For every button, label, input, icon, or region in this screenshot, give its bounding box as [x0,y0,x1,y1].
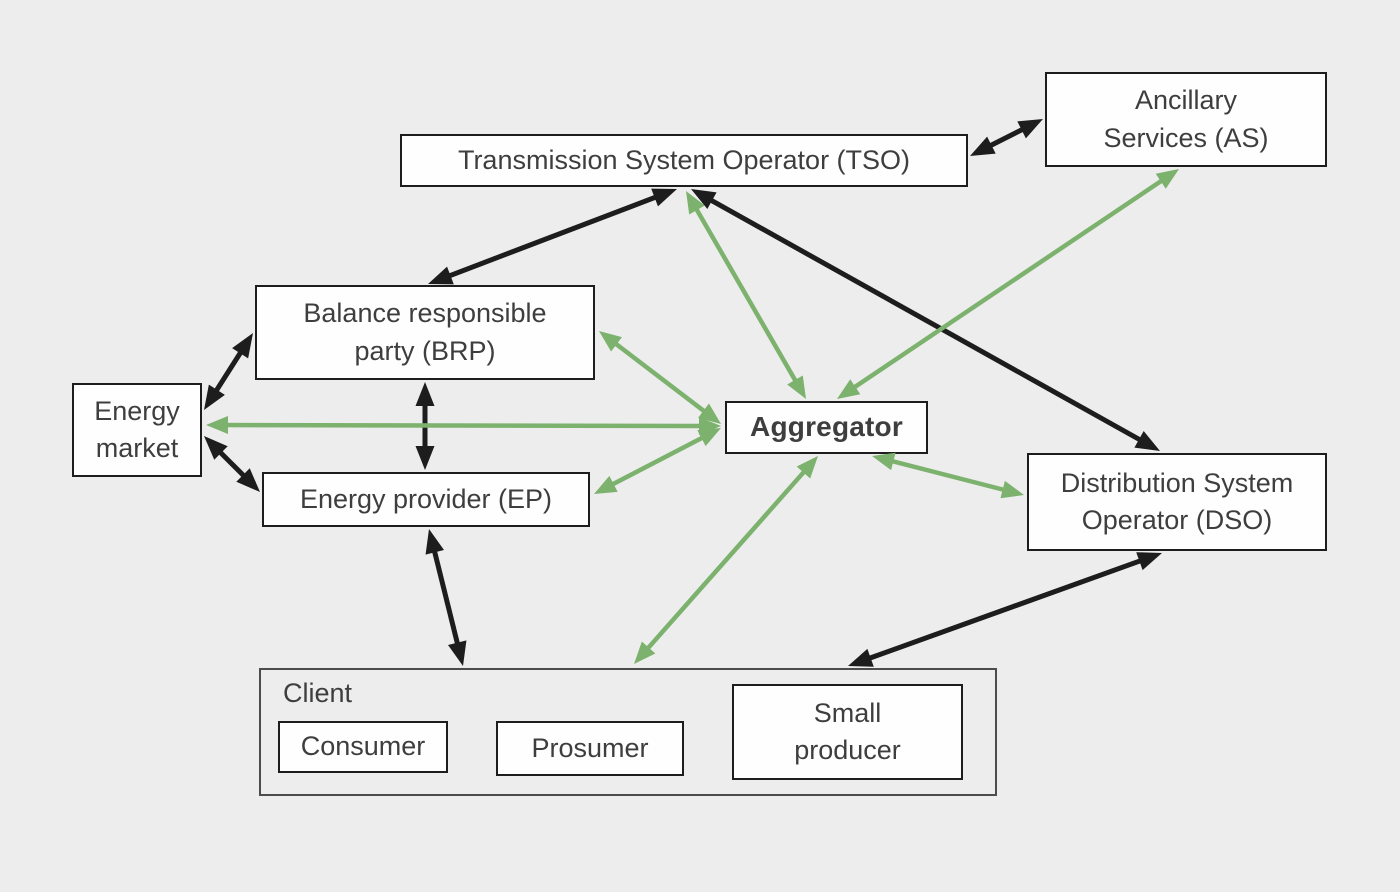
node-aggregator: Aggregator [725,401,928,454]
node-tso: Transmission System Operator (TSO) [400,134,968,187]
node-ep: Energy provider (EP) [262,472,590,527]
node-dso: Distribution System Operator (DSO) [1027,453,1327,551]
group-client: Client [259,668,997,796]
node-small-producer: Small producer [732,684,963,780]
group-client-label: Client [283,678,353,708]
node-as: Ancillary Services (AS) [1045,72,1327,167]
node-prosumer: Prosumer [496,721,684,776]
node-brp: Balance responsible party (BRP) [255,285,595,380]
node-energy-market: Energy market [72,383,202,477]
node-consumer: Consumer [278,721,448,773]
